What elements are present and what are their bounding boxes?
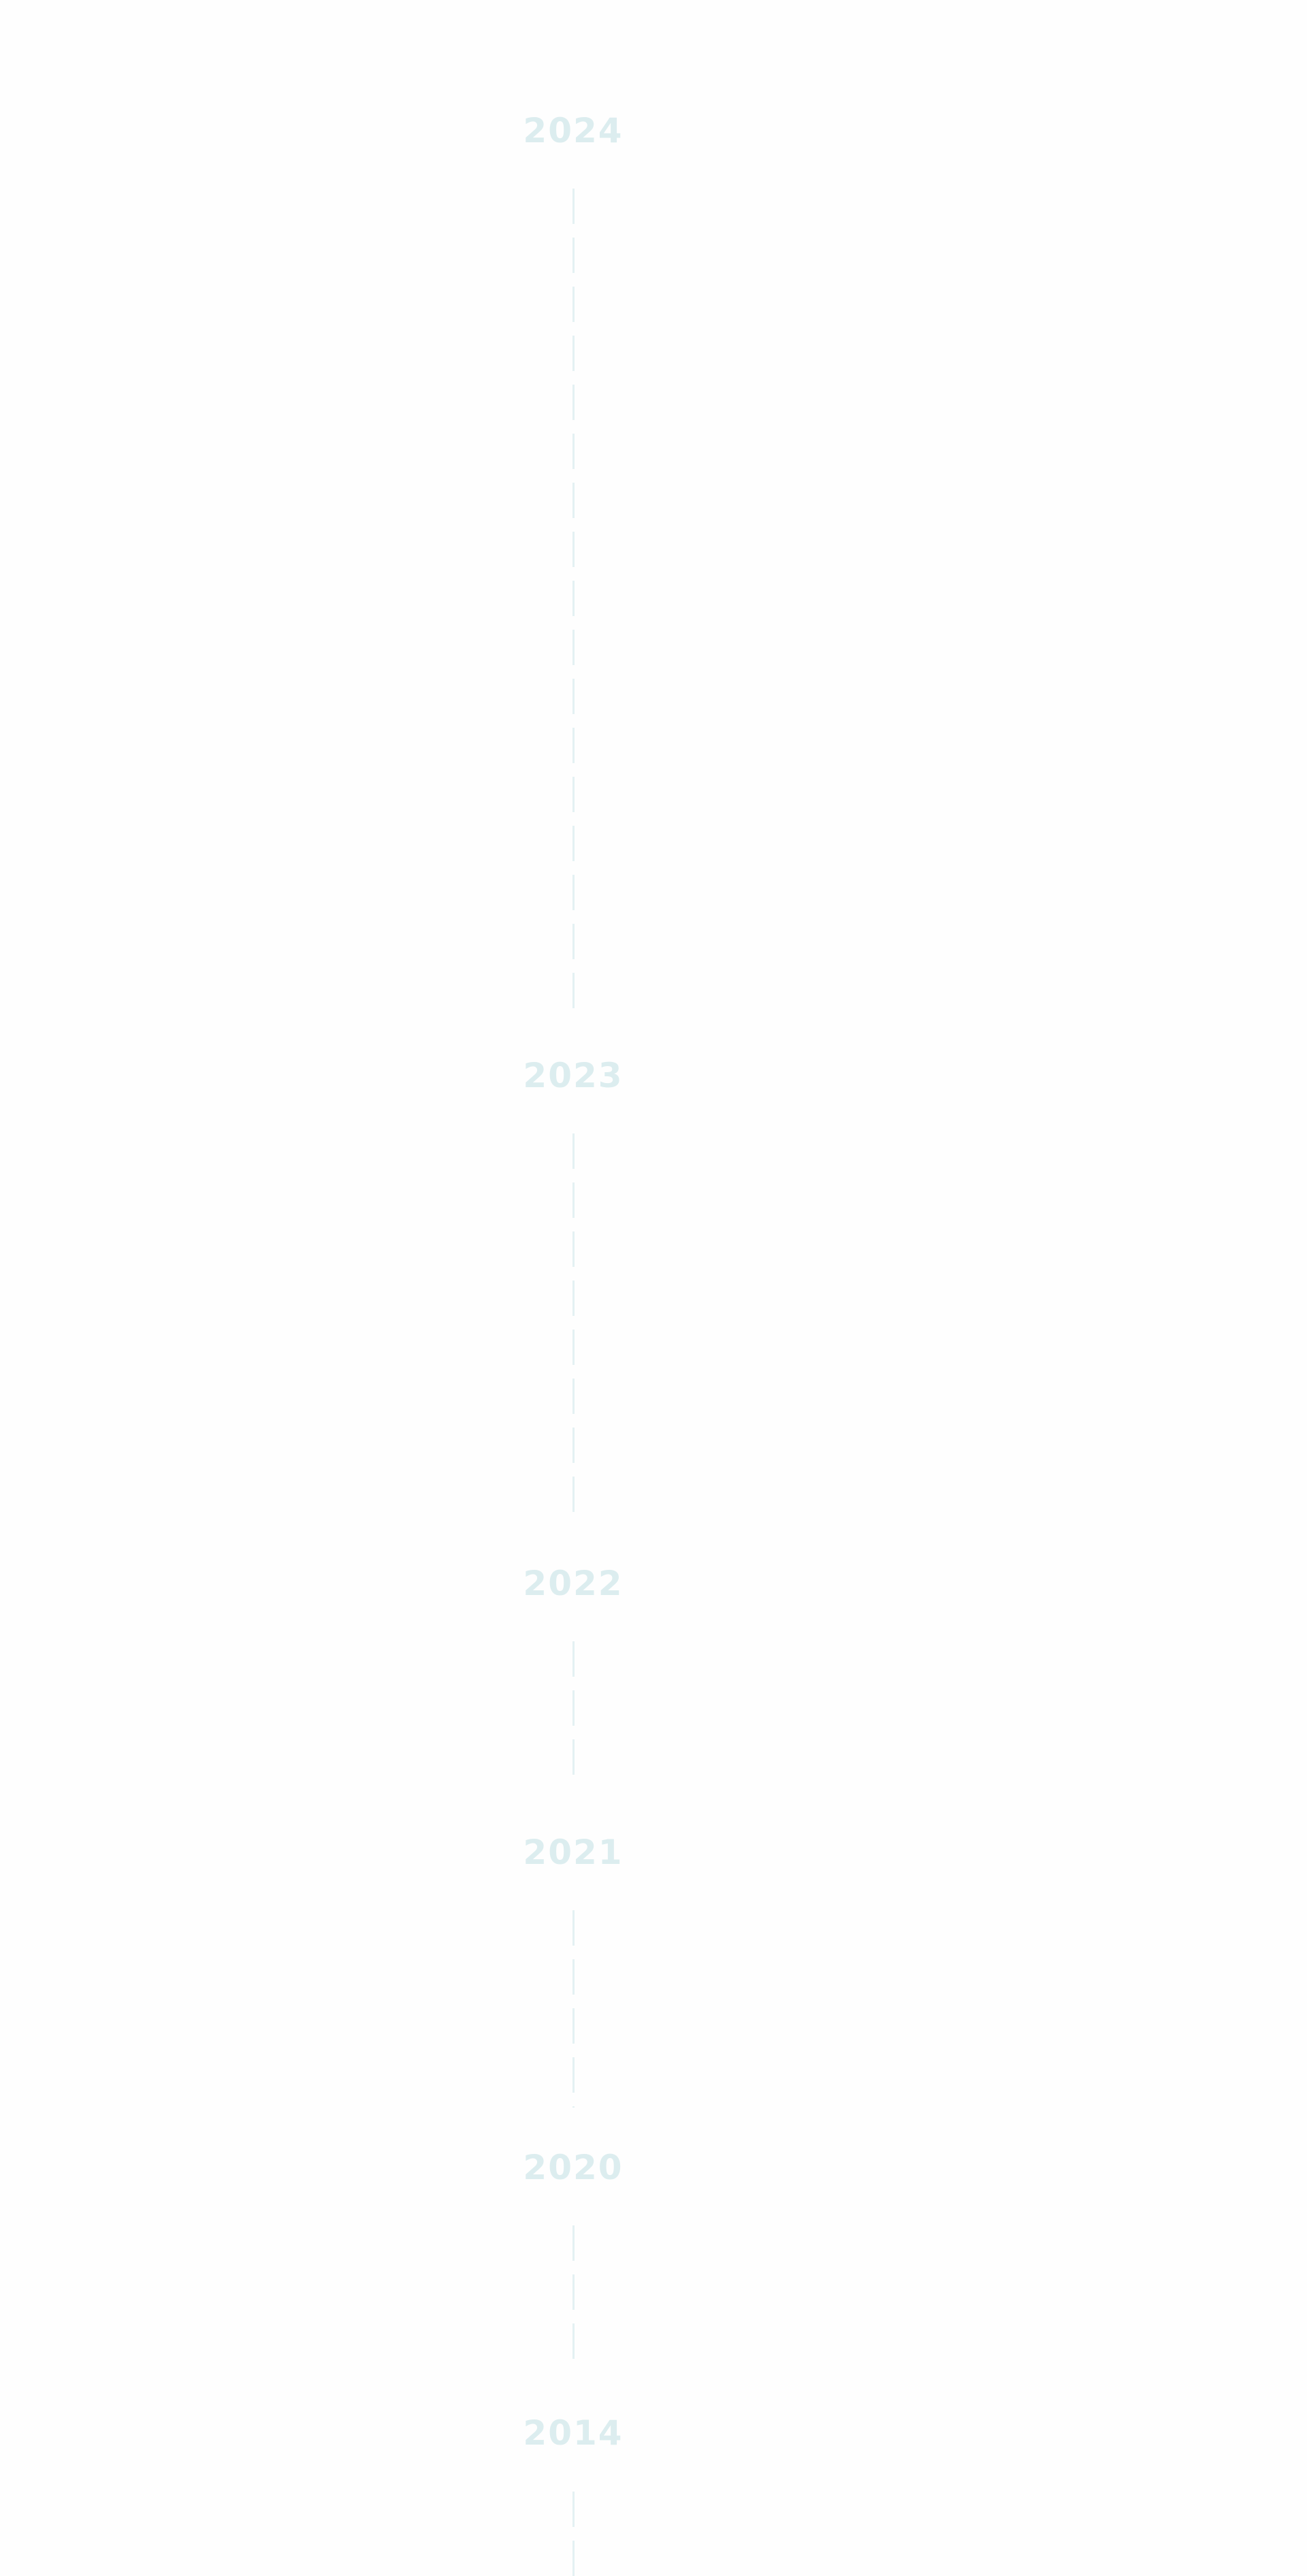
timeline-year-2020: 2020: [523, 2148, 624, 2187]
timeline-connector: [572, 189, 575, 1012]
timeline-connector: [572, 2225, 575, 2372]
timeline-connector: [572, 1910, 575, 2108]
timeline-year-2023: 2023: [523, 1056, 624, 1095]
timeline-year-2022: 2022: [523, 1564, 624, 1603]
timeline-connector: [572, 1641, 575, 1788]
timeline-year-2024: 2024: [523, 111, 624, 150]
timeline-year-2021: 2021: [523, 1833, 624, 1872]
timeline-connector: [572, 1133, 575, 1515]
timeline-year-2014: 2014: [523, 2413, 624, 2453]
timeline-connector: [572, 2492, 575, 2576]
